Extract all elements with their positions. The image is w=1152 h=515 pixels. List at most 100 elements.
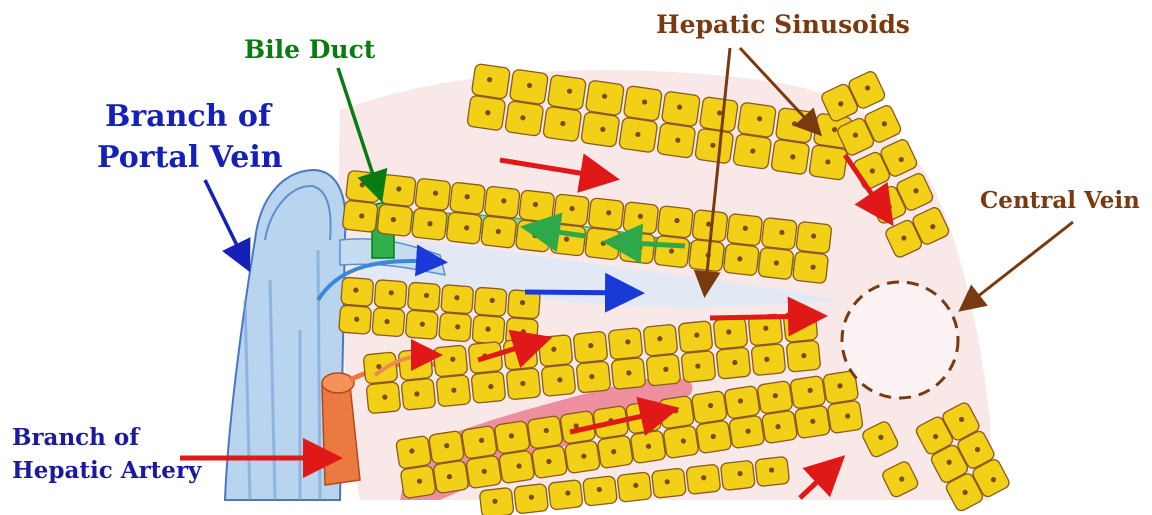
hepatocyte-cell [484, 186, 520, 219]
hepatic-sinusoids-label: Hepatic Sinusoids [656, 10, 910, 39]
hepatocyte-cell [720, 460, 755, 490]
hepatocyte-cell [505, 101, 544, 137]
portal-vein-label-line2: Portal Vein [97, 140, 283, 175]
hepatocyte-cell [543, 106, 582, 142]
hepatocyte-cell [466, 455, 502, 488]
hepatocyte-cell [415, 178, 451, 211]
hepatocyte-cell [608, 328, 643, 360]
hepatocyte-cell [411, 208, 447, 241]
hepatocyte-cell [723, 243, 759, 276]
hepatocyte-cell [696, 420, 732, 453]
hepatocyte-cell [646, 354, 681, 386]
arrow-right-icon [525, 292, 635, 293]
hepatocyte-cell [695, 128, 734, 164]
hepatocyte-cell [396, 436, 432, 469]
hepatocyte-cell [755, 456, 790, 486]
hepatocyte-cell [619, 231, 655, 264]
hepatocyte-cell [809, 145, 848, 181]
dashed-circle-icon [842, 282, 958, 398]
hepatocyte-cell [433, 345, 468, 377]
hepatocyte-cell [541, 364, 576, 396]
hepatocyte-cell [494, 421, 530, 454]
hepatocyte-cell [564, 440, 600, 473]
hepatocyte-cell [532, 445, 568, 478]
hepatocyte-cell [474, 287, 507, 316]
hepatocyte-cell [342, 200, 378, 233]
hepatocyte-cell [441, 285, 474, 314]
hepatocyte-cell [617, 472, 652, 502]
hepatocyte-cell [446, 212, 482, 245]
hepatocyte-cell [686, 464, 721, 494]
hepatocyte-cell [729, 415, 765, 448]
hepatocyte-cell [654, 235, 690, 268]
hepatocyte-cell [550, 224, 586, 257]
hepatocyte-cell [585, 80, 624, 116]
hepatocyte-cell [691, 391, 727, 424]
hepatocyte-cell [661, 91, 700, 127]
hepatocyte-cell [733, 134, 772, 170]
hepatocyte-cell [794, 405, 830, 438]
hepatocyte-cell [499, 450, 535, 483]
hepatocyte-cell [481, 216, 517, 249]
hepatocyte-cell [581, 112, 620, 148]
hepatocyte-cell [699, 97, 738, 133]
hepatocyte-cell [727, 213, 763, 246]
hepatocyte-cell [509, 69, 548, 105]
hepatocyte-cell [527, 416, 563, 449]
hepatocyte-cell [407, 282, 440, 311]
hepatocyte-cell [713, 317, 748, 349]
hepatocyte-cell [363, 352, 398, 384]
hepatocyte-cell [630, 430, 666, 463]
bile-duct-label: Bile Duct [244, 35, 376, 64]
hepatocyte-cell [761, 217, 797, 250]
hepatocyte-cell [471, 64, 510, 100]
hepatocyte-cell [514, 484, 549, 514]
hepatocyte-cell [428, 431, 464, 464]
hepatocyte-cell [611, 358, 646, 390]
hepatocyte-cell [583, 476, 618, 506]
hepatocyte-cell [576, 361, 611, 393]
arrow-right-icon [710, 316, 818, 318]
hepatocyte-cell [339, 305, 372, 334]
hepatocyte-cell [597, 435, 633, 468]
hepatocyte-cell [377, 204, 413, 237]
hepatocyte-cell [573, 331, 608, 363]
hepatocyte-cell [479, 487, 514, 515]
hepatocyte-cell [439, 313, 472, 342]
hepatocyte-cell [827, 400, 863, 433]
hepatocyte-cell [538, 335, 573, 367]
hepatocyte-cell [716, 347, 751, 379]
hepatocyte-cell [786, 340, 821, 372]
hepatocyte-cell [467, 95, 506, 131]
hepatocyte-cell [623, 202, 659, 235]
hepatocyte-cell [506, 368, 541, 400]
hepatocyte-cell [771, 139, 810, 175]
hepatocyte-cell [796, 221, 832, 254]
hepatocyte-cell [433, 460, 469, 493]
hepatocyte-cell [724, 386, 760, 419]
hepatocyte-cell [757, 381, 793, 414]
hepatocyte-cell [400, 465, 436, 498]
hepatocyte-cell [515, 220, 551, 253]
hepatocyte-cell [643, 324, 678, 356]
hepatocyte-cell [472, 315, 505, 344]
hepatocyte-cell [374, 280, 407, 309]
hepatocyte-cell [401, 378, 436, 410]
hepatocyte-cell [471, 371, 506, 403]
hepatocyte-cell [678, 321, 713, 353]
hepatocyte-cell [793, 251, 829, 284]
portal-vein-label-line1: Branch of [105, 99, 273, 134]
hepatocyte-cell [547, 75, 586, 111]
hepatocyte-cell [623, 86, 662, 122]
hepatocyte-cell [619, 117, 658, 153]
hepatocyte-cell [588, 198, 624, 231]
hepatocyte-cell [380, 174, 416, 207]
hepatocyte-cell [553, 194, 589, 227]
hepatocyte-cell [461, 426, 497, 459]
hepatocyte-cell [436, 375, 471, 407]
hepatocyte-cell [449, 182, 485, 215]
hepatocyte-cell [663, 425, 699, 458]
hepatocyte-cell [775, 108, 814, 144]
hepatocyte-cell [651, 468, 686, 498]
